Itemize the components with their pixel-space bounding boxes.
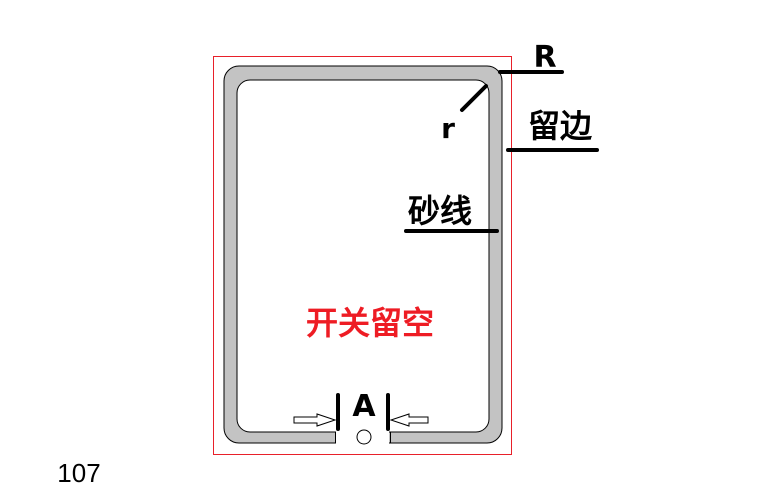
- label-inner-radius: r: [441, 112, 455, 145]
- arrow-left-icon: [389, 413, 429, 427]
- arrow-right-icon: [293, 413, 337, 427]
- label-outer-radius: R: [533, 40, 556, 75]
- switch-hole: [356, 429, 372, 445]
- red-boundary-frame: [213, 56, 512, 455]
- label-margin: 留边: [528, 107, 592, 145]
- label-gap-width: A: [352, 389, 376, 424]
- label-sand-line: 砂线: [408, 192, 472, 230]
- page-number: 107: [57, 458, 100, 488]
- label-switch-gap: 开关留空: [306, 304, 434, 342]
